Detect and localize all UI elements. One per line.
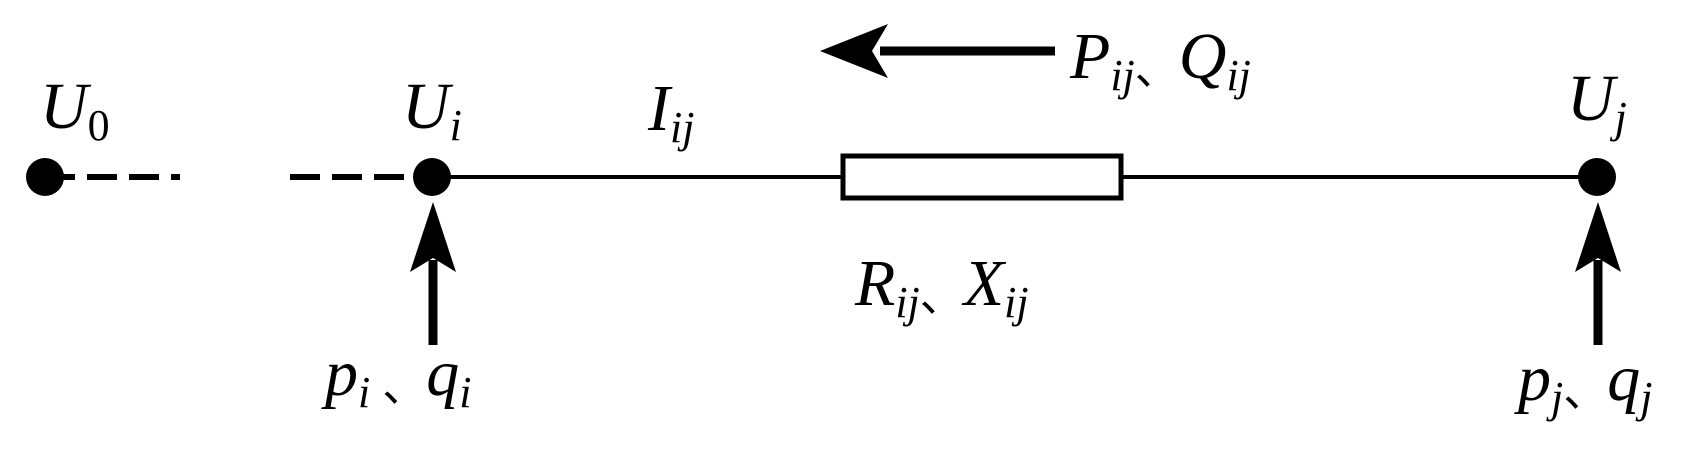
impedance-box bbox=[840, 153, 1124, 201]
label-impedance: Rij、Xij bbox=[854, 247, 1029, 327]
injection-arrow-j-head bbox=[1575, 202, 1621, 272]
node-ui bbox=[413, 158, 451, 196]
node-u0 bbox=[26, 158, 64, 196]
label-current: Iij bbox=[647, 72, 694, 152]
label-ui: Ui bbox=[402, 70, 462, 150]
label-injection-j: pj、qj bbox=[1514, 342, 1652, 422]
injection-arrow-i-head bbox=[410, 202, 456, 272]
label-power-flow: Pij、Qij bbox=[1069, 20, 1251, 100]
label-uj: Uj bbox=[1567, 62, 1627, 142]
node-uj bbox=[1578, 158, 1616, 196]
label-u0: U0 bbox=[40, 70, 110, 150]
power-flow-arrowhead bbox=[820, 24, 888, 78]
label-injection-i: pi、qi bbox=[321, 337, 471, 417]
